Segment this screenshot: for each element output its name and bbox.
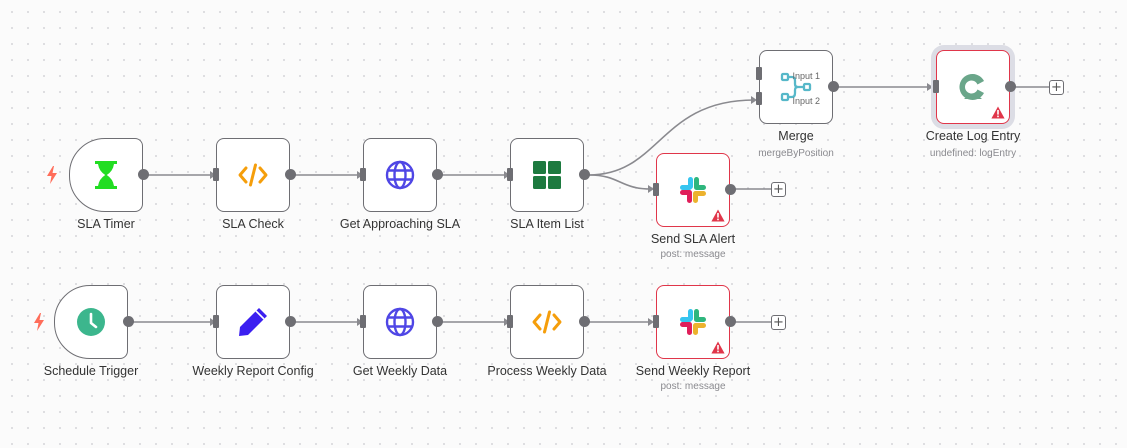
input-port-1[interactable] bbox=[756, 67, 762, 80]
input-port[interactable] bbox=[360, 315, 366, 328]
node-label: SLA Timer bbox=[77, 217, 135, 231]
output-port[interactable] bbox=[828, 81, 839, 92]
node-process-weekly-data[interactable] bbox=[507, 285, 590, 359]
add-node-button[interactable]: + bbox=[1049, 80, 1064, 95]
output-port[interactable] bbox=[285, 169, 296, 180]
node-weekly-report-config[interactable] bbox=[213, 285, 296, 359]
output-port[interactable] bbox=[138, 169, 149, 180]
input-port[interactable] bbox=[507, 315, 513, 328]
node-label: Get Weekly Data bbox=[352, 364, 448, 378]
log-entry-icon bbox=[959, 73, 984, 100]
node-label: SLA Item List bbox=[510, 217, 584, 231]
globe-icon bbox=[385, 160, 415, 190]
node-label: Schedule Trigger bbox=[43, 364, 139, 378]
node-label: SLA Check bbox=[222, 217, 284, 231]
node-send-sla-alert[interactable] bbox=[653, 153, 736, 227]
input-port[interactable] bbox=[507, 168, 513, 181]
input-port[interactable] bbox=[933, 80, 939, 93]
input-port-2[interactable] bbox=[756, 92, 762, 105]
node-label: Process Weekly Data bbox=[487, 364, 607, 378]
output-port[interactable] bbox=[432, 316, 443, 327]
input-port[interactable] bbox=[653, 315, 659, 328]
node-label: Create Log Entry bbox=[925, 129, 1021, 143]
node-sla-timer[interactable] bbox=[69, 138, 149, 212]
grid-icon bbox=[533, 161, 561, 189]
node-schedule-trigger[interactable] bbox=[54, 285, 134, 359]
add-node-button[interactable]: + bbox=[771, 182, 786, 197]
hourglass-icon bbox=[95, 161, 117, 189]
warning-icon bbox=[711, 209, 725, 222]
slack-icon bbox=[680, 309, 706, 335]
node-subtitle: undefined: logEntry bbox=[929, 148, 1017, 159]
clock-icon bbox=[77, 308, 105, 336]
output-port[interactable] bbox=[432, 169, 443, 180]
pencil-icon bbox=[239, 308, 267, 336]
output-port[interactable] bbox=[579, 169, 590, 180]
connection-sla-item-list-to-send-sla-alert bbox=[588, 174, 652, 190]
output-port[interactable] bbox=[123, 316, 134, 327]
globe-icon bbox=[385, 307, 415, 337]
warning-icon bbox=[711, 341, 725, 354]
node-label: Get Approaching SLA bbox=[339, 217, 461, 231]
node-label: Send Weekly Report bbox=[635, 364, 751, 378]
node-get-approaching-sla[interactable] bbox=[360, 138, 443, 212]
code-icon bbox=[532, 310, 562, 334]
input-port[interactable] bbox=[213, 168, 219, 181]
slack-icon bbox=[680, 177, 706, 203]
output-port[interactable] bbox=[1005, 81, 1016, 92]
output-port[interactable] bbox=[579, 316, 590, 327]
lightning-bolt-icon bbox=[34, 313, 44, 331]
node-merge[interactable]: Input 1 Input 2 bbox=[756, 50, 839, 124]
warning-icon bbox=[991, 106, 1005, 119]
input-port[interactable] bbox=[360, 168, 366, 181]
node-create-log-entry[interactable] bbox=[933, 50, 1016, 124]
node-sla-item-list[interactable] bbox=[507, 138, 590, 212]
node-sla-check[interactable] bbox=[213, 138, 296, 212]
node-get-weekly-data[interactable] bbox=[360, 285, 443, 359]
node-label: Send SLA Alert bbox=[650, 232, 736, 246]
node-label: Weekly Report Config bbox=[192, 364, 314, 378]
merge-icon bbox=[780, 72, 812, 102]
input-2-label: Input 2 bbox=[792, 96, 820, 106]
node-subtitle: post: message bbox=[660, 249, 726, 260]
node-subtitle: post: message bbox=[660, 381, 726, 392]
add-node-button[interactable]: + bbox=[771, 315, 786, 330]
node-label: Merge bbox=[778, 129, 814, 143]
input-port[interactable] bbox=[653, 183, 659, 196]
input-port[interactable] bbox=[213, 315, 219, 328]
node-subtitle: mergeByPosition bbox=[758, 148, 834, 159]
output-port[interactable] bbox=[725, 184, 736, 195]
node-send-weekly-report[interactable] bbox=[653, 285, 736, 359]
lightning-bolt-icon bbox=[47, 166, 57, 184]
output-port[interactable] bbox=[725, 316, 736, 327]
code-icon bbox=[238, 163, 268, 187]
output-port[interactable] bbox=[285, 316, 296, 327]
input-1-label: Input 1 bbox=[792, 71, 820, 81]
